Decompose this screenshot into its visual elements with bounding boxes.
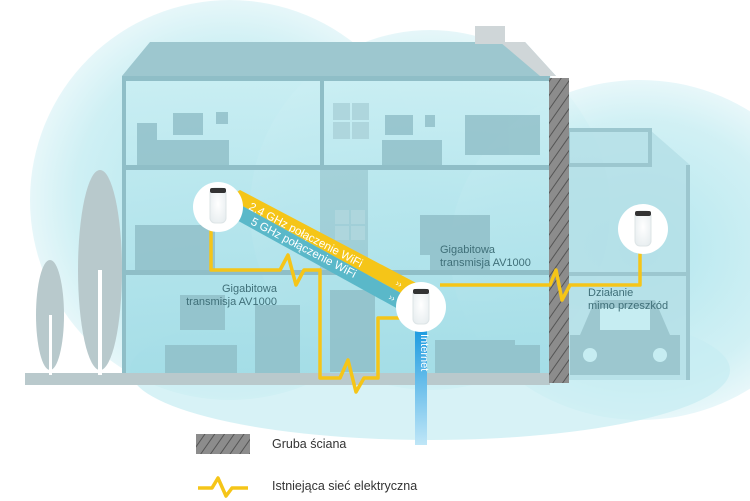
- thick-wall: [549, 78, 569, 383]
- powerline-network: [209, 225, 642, 394]
- through-walls-label-line1: Działanie: [588, 287, 633, 299]
- gigabit-left-label-line2: transmisja AV1000: [186, 296, 277, 308]
- trees: [36, 170, 122, 375]
- legend-label-thick-wall: Gruba ściana: [272, 437, 347, 451]
- thick-wall-icon: [196, 434, 250, 454]
- legend-item-powerline: Istniejąca sieć elektryczna: [196, 474, 417, 498]
- through-walls-label-line2: mimo przeszkód: [588, 300, 668, 312]
- internet-line: [415, 330, 427, 445]
- gigabit-right-label-line2: transmisja AV1000: [440, 257, 531, 269]
- internet-label: Internet: [418, 334, 430, 371]
- mesh-unit-upper-left: [193, 182, 243, 232]
- mesh-unit-garage: [618, 204, 668, 254]
- gigabit-left-label-line1: Gigabitowa: [222, 283, 278, 295]
- legend-item-thick-wall: Gruba ściana: [196, 432, 346, 456]
- chevron-right-icon: ››: [394, 278, 404, 290]
- garage: [566, 128, 690, 380]
- powerline-icon: [198, 476, 248, 498]
- mesh-unit-center: [396, 282, 446, 332]
- legend-label-powerline: Istniejąca sieć elektryczna: [272, 479, 418, 493]
- house-roof: [122, 26, 556, 76]
- chevron-right-icon: ››: [387, 292, 397, 304]
- gigabit-right-label-line1: Gigabitowa: [440, 244, 496, 256]
